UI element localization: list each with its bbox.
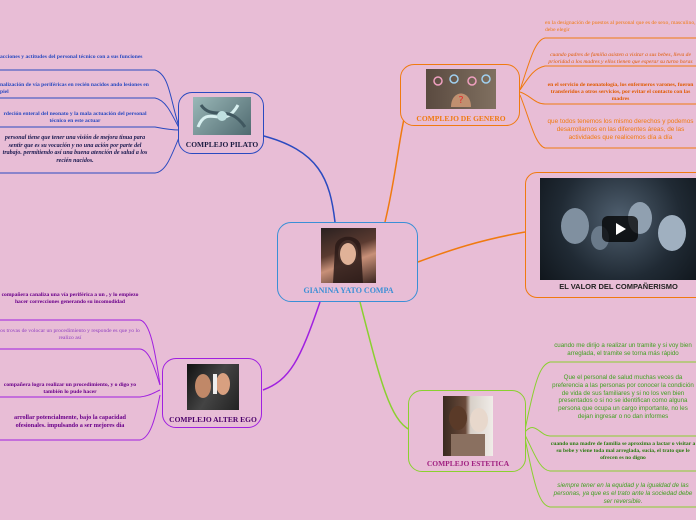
profile-photo bbox=[321, 228, 376, 283]
pilato-node[interactable]: COMPLEJO PILATO bbox=[178, 92, 264, 154]
pilato-item-1: acciones y actitudes del personal técnic… bbox=[0, 54, 143, 60]
genero-label: COMPLEJO DE GENERO bbox=[416, 114, 506, 123]
alter-image bbox=[187, 364, 239, 410]
pilato-item-3: rdeción enteral del neonato y la mala ac… bbox=[3, 111, 147, 124]
pilato-label: COMPLEJO PILATO bbox=[185, 140, 259, 149]
estetica-item-2: Que el personal de salud muchas veces da… bbox=[552, 374, 694, 420]
alter-node[interactable]: COMPLEJO ALTER EGO bbox=[162, 358, 262, 428]
central-title: GIANINA YATO COMPA bbox=[303, 286, 394, 295]
svg-text:?: ? bbox=[458, 95, 463, 106]
genero-item-1: en la designación de puestos al personal… bbox=[545, 20, 696, 33]
genero-item-2: cuando padres de familia asisten a visit… bbox=[548, 52, 693, 65]
estetica-item-4: siempre tener en la equidad y la igualda… bbox=[553, 482, 693, 505]
alter-label: COMPLEJO ALTER EGO bbox=[169, 415, 257, 424]
video-label: EL VALOR DEL COMPAÑERISMO bbox=[559, 282, 678, 291]
pilato-item-4: personal tiene que tener una visión de m… bbox=[2, 135, 148, 164]
alter-item-1: compañera canaliza una vía periférica a … bbox=[1, 292, 139, 305]
pilato-item-2: nalización de vía periféricas en recién … bbox=[0, 82, 149, 95]
play-icon[interactable] bbox=[602, 216, 638, 242]
alter-item-3: compañera logra realizar un procedimient… bbox=[3, 382, 137, 395]
alter-item-2: os trovas de volocar un procedimiento y … bbox=[0, 328, 140, 341]
estetica-node[interactable]: COMPLEJO ESTETICA bbox=[408, 390, 526, 472]
genero-item-4: que todos tenemos los mismo derechos y p… bbox=[547, 118, 694, 141]
estetica-label: COMPLEJO ESTETICA bbox=[426, 459, 510, 468]
genero-item-3: en el servicio de neonatología, los enfe… bbox=[547, 82, 694, 102]
video-thumbnail[interactable] bbox=[540, 178, 696, 280]
genero-node[interactable]: ? COMPLEJO DE GENERO bbox=[400, 64, 520, 126]
central-node[interactable]: GIANINA YATO COMPA bbox=[277, 222, 418, 302]
estetica-image bbox=[443, 396, 493, 456]
pilato-image bbox=[193, 97, 251, 135]
genero-image: ? bbox=[426, 69, 496, 109]
alter-item-4: arrollar potencialmente, bajo la capacid… bbox=[14, 414, 126, 429]
estetica-item-1: cuando me dirijo a realizar un tramite y… bbox=[554, 342, 692, 357]
video-node[interactable]: EL VALOR DEL COMPAÑERISMO bbox=[525, 172, 696, 298]
estetica-item-3: cuando una madre de familia se aproxima … bbox=[550, 441, 696, 461]
